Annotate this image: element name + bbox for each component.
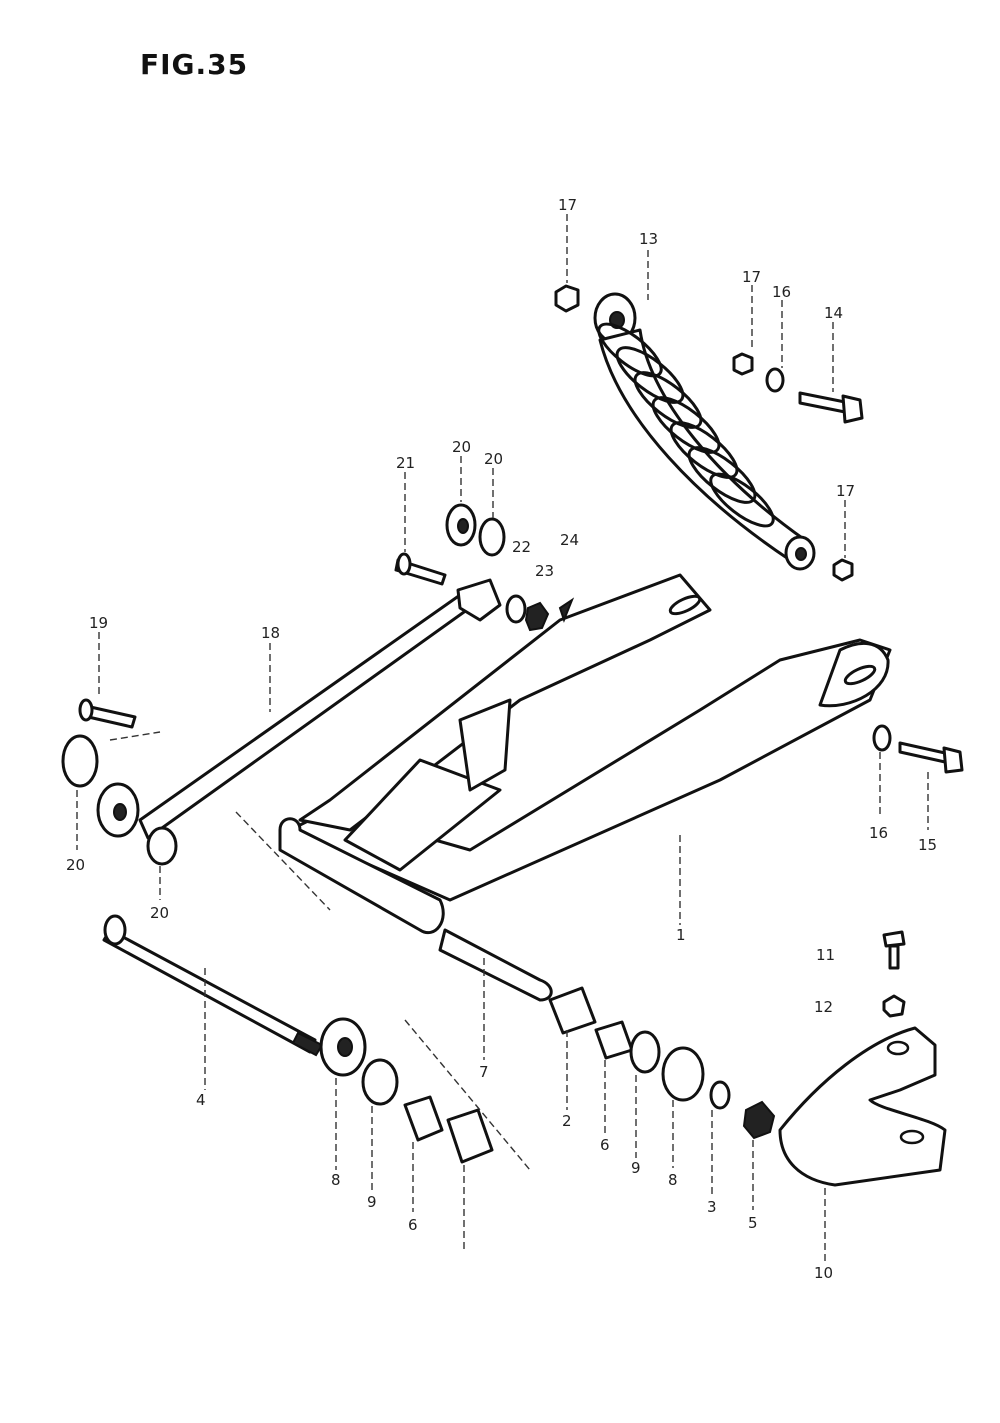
bracket-10 [778,1026,947,1187]
callout-16: 16 [772,283,791,301]
callout-15: 15 [918,836,937,854]
shock-absorber [593,292,816,571]
screw-11 [882,930,906,970]
callout-7: 7 [479,1063,489,1081]
nut-12 [882,994,906,1018]
bolt-15 [898,741,964,774]
callout-21: 21 [396,454,415,472]
callout-13: 13 [639,230,658,248]
figure-title: FIG.35 [140,48,249,81]
collar-20-top-b [478,517,506,557]
callout-3: 3 [707,1198,717,1216]
cotter-pin-24 [558,597,575,623]
callout-12: 12 [814,998,833,1016]
washer-9-right [629,1030,661,1074]
spacer-7 [438,928,553,1002]
nut-5 [742,1100,776,1140]
washer-3-small [709,1080,731,1110]
callout-17: 17 [836,482,855,500]
torque-link-18 [96,578,502,840]
callout-20: 20 [484,450,503,468]
bolt-19 [78,698,137,729]
bushing-2 [548,986,597,1035]
bushing-6-right [594,1020,634,1060]
callout-23: 23 [535,562,554,580]
washer-9-left [361,1058,399,1106]
callout-16: 16 [869,824,888,842]
callout-11: 11 [816,946,835,964]
washer-8-right [661,1046,705,1102]
swingarm [278,573,892,935]
callout-8: 8 [668,1171,678,1189]
washer-16-right [872,724,892,752]
callout-5: 5 [748,1214,758,1232]
bushing-17-top [554,284,580,313]
collar-20-left-b [146,826,178,866]
callout-9: 9 [367,1193,377,1211]
callout-20: 20 [66,856,85,874]
pivot-shaft-4 [102,914,324,1057]
callout-2: 2 [562,1112,572,1130]
callout-18: 18 [261,624,280,642]
bolt-14 [798,391,864,424]
callout-14: 14 [824,304,843,322]
washer-22 [505,594,527,624]
callout-19: 19 [89,614,108,632]
callout-24: 24 [560,531,579,549]
callout-10: 10 [814,1264,833,1282]
callout-8: 8 [331,1171,341,1189]
nut-23 [524,601,550,632]
callout-17: 17 [742,268,761,286]
callout-9: 9 [631,1159,641,1177]
callout-17: 17 [558,196,577,214]
callout-6: 6 [600,1136,610,1154]
bushing-3 [446,1108,494,1164]
bushing-17-right [732,352,754,376]
callout-6: 6 [408,1216,418,1234]
callout-22: 22 [512,538,531,556]
leader-lines [76,214,929,1262]
callout-labels: 17 13 17 16 14 20 20 21 22 24 23 17 19 1… [66,196,937,1282]
washer-16-top [765,367,785,393]
bushing-17-lower [832,558,854,582]
bushing-6-left [403,1095,444,1142]
callout-4: 4 [196,1091,206,1109]
bolt-21 [394,552,447,586]
callout-1: 1 [676,926,686,944]
callout-20: 20 [150,904,169,922]
collar-20-left-a [61,734,99,788]
callout-20: 20 [452,438,471,456]
